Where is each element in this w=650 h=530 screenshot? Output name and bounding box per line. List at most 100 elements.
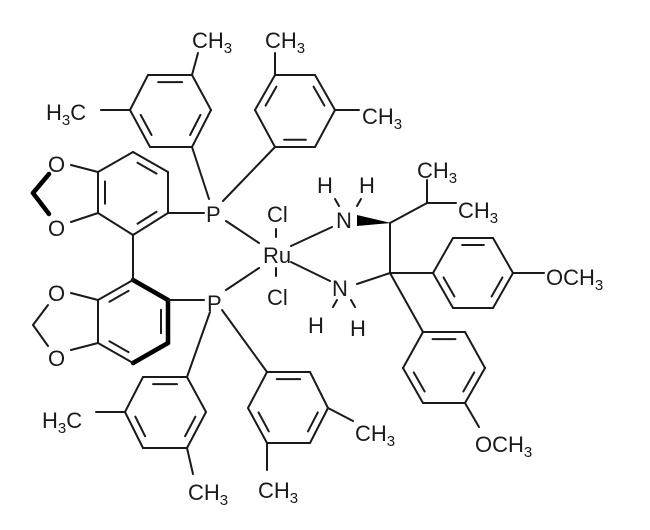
methyl-group: H3C bbox=[46, 100, 86, 129]
ring-bond bbox=[129, 109, 151, 148]
double-bond-inner bbox=[108, 289, 130, 303]
ring-bond bbox=[124, 376, 144, 413]
atom-o: O bbox=[48, 346, 65, 371]
methoxy-group: OCH3 bbox=[475, 432, 532, 461]
bold-bond bbox=[30, 190, 52, 217]
bond bbox=[186, 447, 194, 475]
ring-bond bbox=[254, 109, 276, 148]
bond bbox=[191, 52, 199, 76]
ring-bond bbox=[97, 279, 134, 301]
double-bond-inner bbox=[139, 113, 153, 136]
bond bbox=[222, 146, 276, 202]
double-bond-inner bbox=[442, 276, 456, 298]
double-bond-inner bbox=[134, 415, 147, 438]
bond bbox=[356, 198, 362, 207]
ring-bond bbox=[402, 331, 424, 369]
ring-bond bbox=[254, 74, 276, 111]
atom-o: O bbox=[48, 216, 65, 241]
ring-bond bbox=[124, 411, 144, 449]
double-bond-inner bbox=[257, 411, 270, 433]
ring-bond bbox=[492, 237, 514, 274]
bond bbox=[290, 226, 333, 247]
ring-bond bbox=[309, 371, 329, 409]
atom-p-upper: P bbox=[206, 202, 221, 227]
methyl-group: H3C bbox=[42, 408, 82, 437]
ring-bond bbox=[132, 151, 169, 173]
atom-o: O bbox=[48, 281, 65, 306]
ring-bond bbox=[97, 342, 134, 364]
bold-bond bbox=[30, 171, 52, 196]
bond bbox=[186, 311, 211, 378]
bond bbox=[70, 164, 99, 173]
bond bbox=[464, 402, 480, 428]
ring-bond bbox=[130, 340, 171, 366]
ring-bond bbox=[97, 151, 134, 173]
bond bbox=[389, 272, 424, 333]
methyl-group: CH3 bbox=[258, 478, 298, 507]
bond bbox=[332, 299, 338, 308]
ring-bond bbox=[432, 237, 454, 274]
double-bond-inner bbox=[462, 371, 476, 393]
atom-h: H bbox=[308, 313, 324, 338]
bond bbox=[389, 202, 428, 224]
methyl-group: CH3 bbox=[265, 28, 305, 57]
ring-bond bbox=[464, 331, 486, 369]
methyl-group: CH3 bbox=[192, 28, 232, 57]
bond bbox=[70, 212, 99, 223]
ring-bond bbox=[432, 272, 454, 309]
isopropyl-methyl: CH3 bbox=[458, 198, 498, 227]
double-bond-inner bbox=[136, 161, 158, 175]
atom-h: H bbox=[350, 316, 366, 341]
bond bbox=[356, 272, 391, 285]
ring-bond bbox=[97, 212, 134, 236]
ring-bond bbox=[464, 367, 486, 404]
bond bbox=[334, 198, 340, 207]
bonds bbox=[30, 52, 545, 475]
bond bbox=[70, 292, 99, 301]
double-bond-inner bbox=[136, 210, 158, 225]
ring-bond bbox=[186, 376, 207, 413]
double-bond-inner bbox=[184, 415, 197, 438]
atom-o: O bbox=[48, 152, 65, 177]
atom-h: H bbox=[359, 173, 375, 198]
double-bond-inner bbox=[108, 340, 130, 354]
ring-bond bbox=[402, 367, 424, 404]
atom-n-lower: N bbox=[332, 276, 348, 301]
double-bond-inner bbox=[306, 411, 319, 433]
bond bbox=[221, 309, 268, 373]
bond bbox=[32, 324, 49, 347]
bond bbox=[191, 146, 210, 200]
ring-bond bbox=[130, 277, 171, 303]
methyl-group: CH3 bbox=[362, 104, 402, 133]
double-bond-inner bbox=[312, 85, 326, 107]
ring-bond bbox=[492, 272, 514, 309]
ring-bond bbox=[314, 74, 336, 111]
double-bond-inner bbox=[490, 276, 504, 298]
isopropyl-methyl: CH3 bbox=[417, 158, 457, 187]
ring-bond bbox=[132, 212, 169, 236]
wedge-bond bbox=[357, 215, 391, 226]
bond bbox=[350, 299, 356, 308]
ring-bond bbox=[309, 407, 329, 444]
ring-bond bbox=[314, 109, 336, 148]
atom-labels: P P Ru Cl Cl N N H H H H O O O O CH3 CH3… bbox=[42, 28, 603, 509]
ring-bond bbox=[129, 74, 149, 111]
ring-bond bbox=[191, 109, 212, 148]
double-bond-inner bbox=[264, 85, 278, 107]
ring-bond bbox=[247, 371, 268, 409]
bond bbox=[290, 261, 331, 282]
ring-bond bbox=[186, 411, 207, 449]
atom-cl-upper: Cl bbox=[267, 202, 288, 227]
bond bbox=[327, 407, 354, 422]
double-bond-inner bbox=[412, 371, 426, 393]
atom-n-upper: N bbox=[336, 208, 352, 233]
methyl-group: CH3 bbox=[188, 480, 228, 509]
bond bbox=[225, 220, 260, 244]
methoxy-group: OCH3 bbox=[546, 265, 603, 294]
ring-bond bbox=[191, 74, 212, 111]
ring-bond bbox=[247, 407, 268, 444]
atom-p-lower: P bbox=[207, 291, 222, 316]
double-bond-inner bbox=[189, 113, 202, 136]
